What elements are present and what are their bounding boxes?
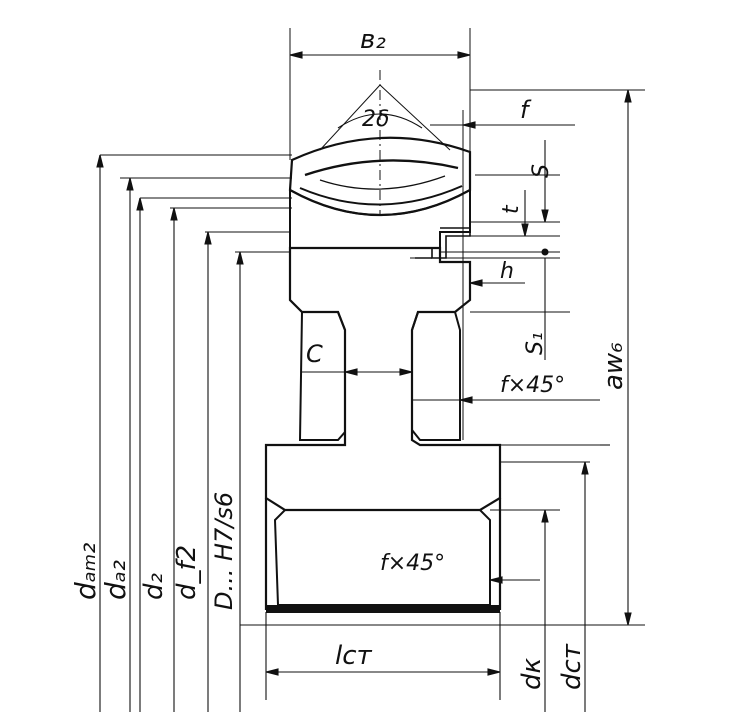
label-S1: S₁ — [523, 332, 548, 355]
label-dst: dст — [557, 643, 587, 690]
axis-lines — [289, 28, 471, 440]
label-S: S — [529, 164, 554, 178]
label-d2: d₂ — [139, 573, 169, 600]
label-t: t — [499, 204, 524, 214]
label-chamfer-lower: f×45° — [380, 551, 445, 576]
label-b2: в₂ — [360, 25, 386, 55]
wheel-center — [264, 246, 502, 512]
label-da2: dₐ₂ — [99, 560, 132, 600]
hub-bore — [264, 498, 502, 613]
label-df2: d_f2 — [172, 545, 202, 600]
label-dam2: dₐₘ₂ — [69, 543, 102, 600]
label-dk: dк — [517, 657, 547, 690]
label-f: f — [520, 96, 532, 124]
label-h: h — [500, 259, 514, 284]
label-D-fit: D... H7/s6 — [210, 492, 238, 610]
label-C: C — [306, 340, 323, 368]
label-two-delta: 2δ — [362, 107, 389, 132]
label-chamfer-upper: f×45° — [500, 373, 565, 398]
dimension-lines — [96, 51, 645, 712]
labels: в₂ 2δ f S t h S₁ C f×45° aᴡ₆ f×45° dₐₘ₂ … — [69, 25, 629, 690]
label-lst: lст — [335, 641, 373, 671]
wheel-rim — [288, 136, 472, 249]
label-aw: aᴡ₆ — [599, 342, 629, 390]
